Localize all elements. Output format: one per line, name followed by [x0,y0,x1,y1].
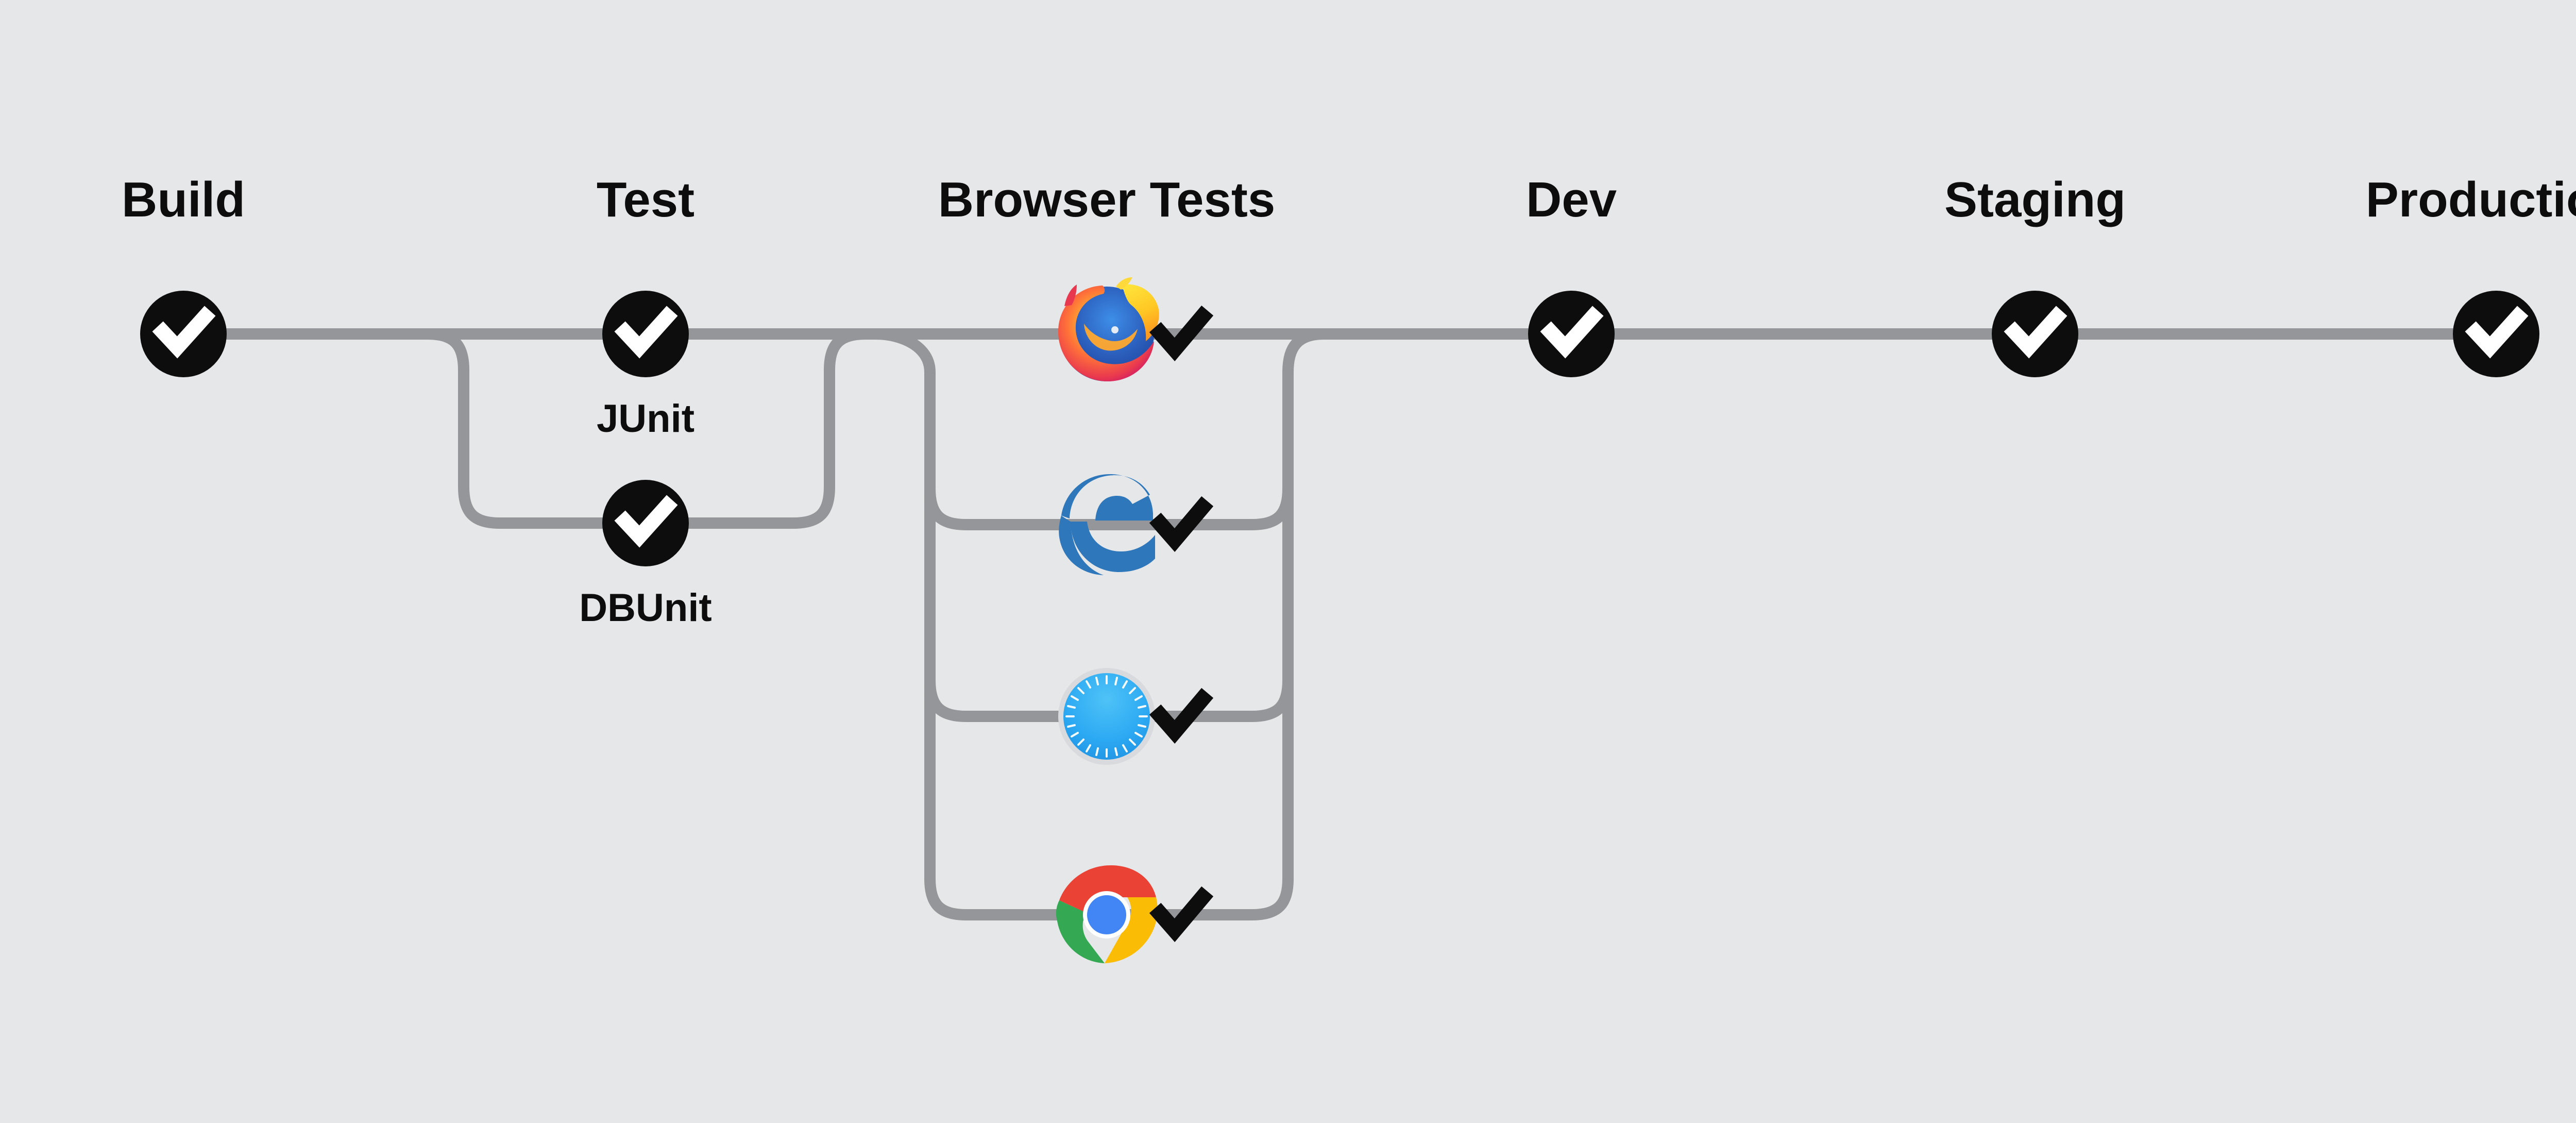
test-job-labels: JUnit DBUnit [579,397,712,630]
job-label-dbunit: DBUnit [579,586,712,630]
stage-label-browser-tests: Browser Tests [938,172,1275,227]
stage-node-test-junit[interactable] [602,291,689,377]
stage-labels: Build Test Browser Tests Dev Staging Pro… [122,172,2576,227]
safari-icon [1057,667,1156,766]
stage-label-build: Build [122,172,245,227]
stage-node-dev[interactable] [1528,291,1615,377]
stage-label-test: Test [597,172,694,227]
job-label-junit: JUnit [597,397,694,441]
stage-label-production: Production [2366,172,2576,227]
stage-label-staging: Staging [1944,172,2126,227]
stage-node-production[interactable] [2453,291,2539,377]
stage-node-staging[interactable] [1992,291,2078,377]
stage-label-dev: Dev [1526,172,1617,227]
stage-node-build[interactable] [140,291,227,377]
stage-node-dbunit[interactable] [602,480,689,566]
